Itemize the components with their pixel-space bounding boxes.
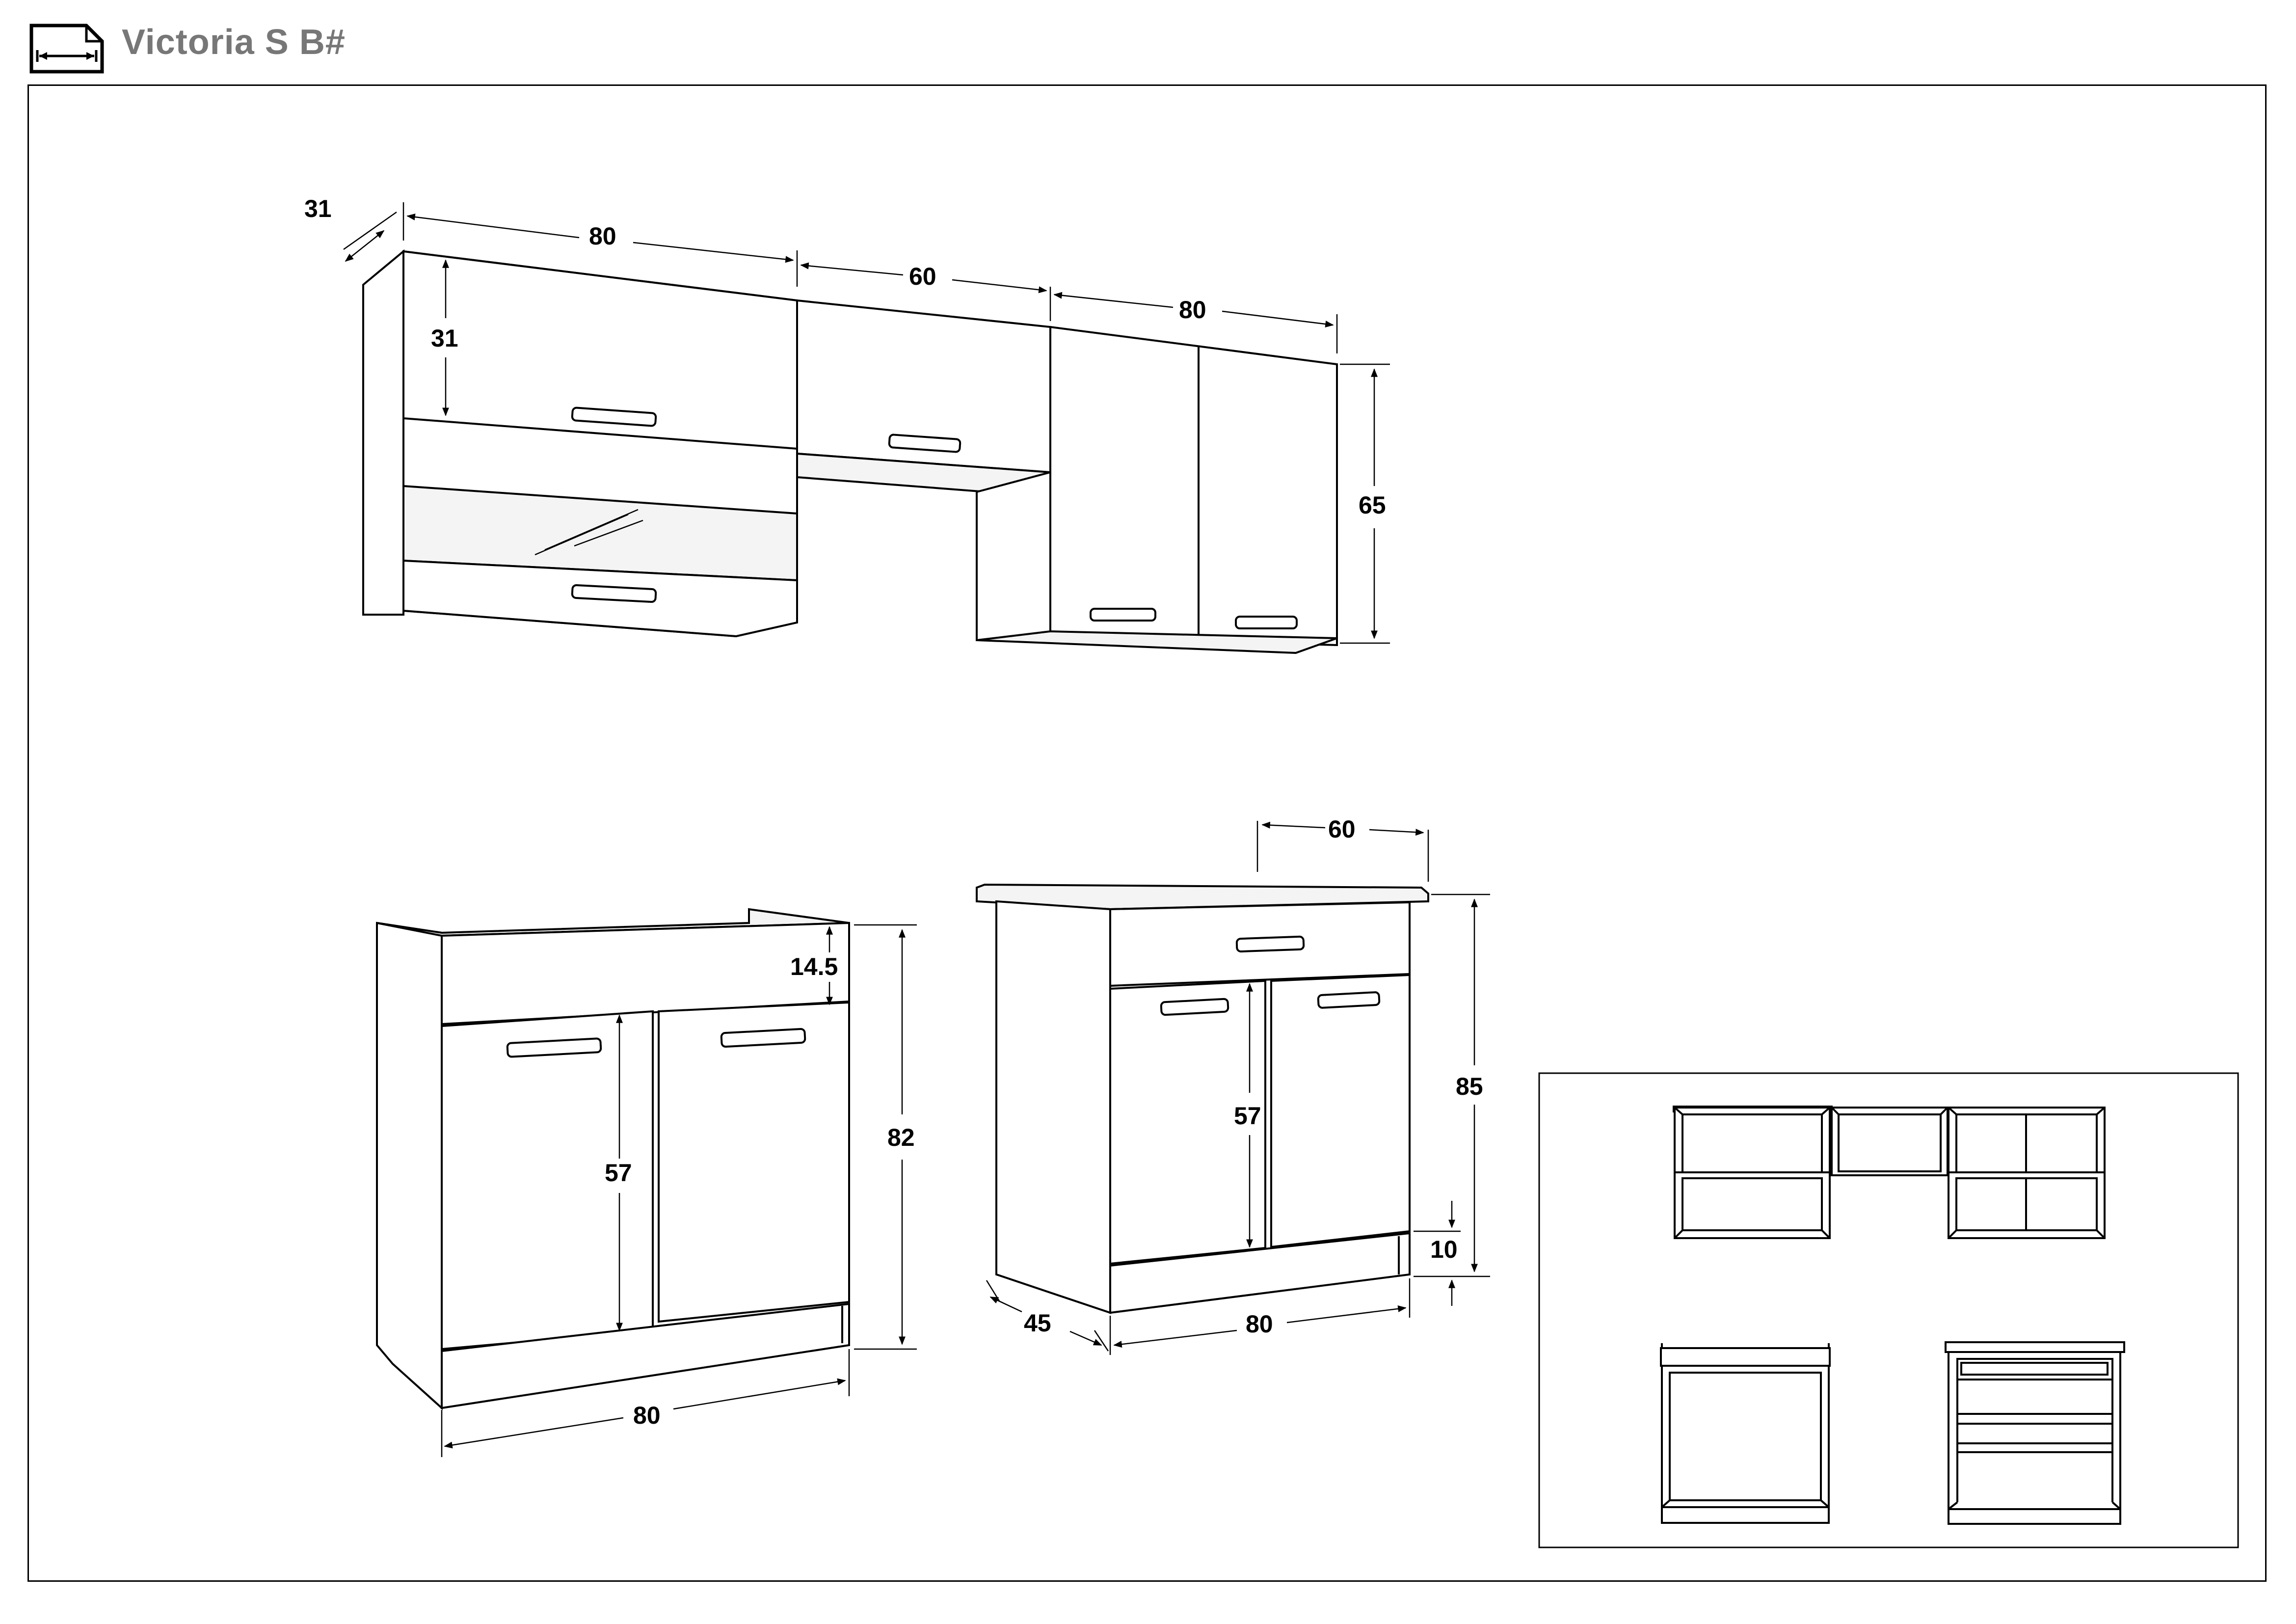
inset-wall-units xyxy=(1673,1106,2106,1239)
wall-cabinet-80-right-side xyxy=(976,471,1051,642)
document-title: Victoria S B# xyxy=(122,23,346,62)
dim-wall-door-height: 31 xyxy=(431,325,458,352)
dimension-arrows-icon xyxy=(29,24,104,74)
wall-cabinet-group: 31 80 60 80 31 65 xyxy=(304,195,1390,654)
base-side-panel xyxy=(995,900,1111,1314)
wall-left-side-panel xyxy=(362,249,404,616)
inset-base-unit xyxy=(1945,1341,2125,1525)
base-cabinet-group: 60 85 57 10 45 80 xyxy=(976,815,1490,1355)
overview-inset xyxy=(1538,1072,2239,1548)
dim-base-side-depth: 45 xyxy=(1024,1309,1051,1337)
handle-icon[interactable] xyxy=(1317,991,1381,1009)
sink-plinth xyxy=(441,1302,850,1409)
handle-icon[interactable] xyxy=(571,584,657,603)
dim-base-door-height: 57 xyxy=(1234,1102,1261,1130)
dim-wall-width-middle: 60 xyxy=(909,263,936,290)
wall-cabinet-80-right xyxy=(1049,325,1338,647)
dim-base-plinth-height: 10 xyxy=(1430,1236,1458,1263)
handle-icon[interactable] xyxy=(888,433,961,453)
dim-wall-depth: 31 xyxy=(304,195,332,222)
handle-icon[interactable] xyxy=(1160,998,1229,1016)
inset-sink-unit xyxy=(1660,1343,1831,1524)
handle-icon[interactable] xyxy=(1235,616,1298,629)
drawing-frame xyxy=(27,84,2267,1582)
handle-icon[interactable] xyxy=(571,406,657,427)
dim-base-width: 80 xyxy=(1246,1310,1273,1338)
handle-icon[interactable] xyxy=(720,1028,806,1048)
sink-side-panel xyxy=(376,921,443,1410)
dim-sink-width: 80 xyxy=(633,1402,661,1429)
dim-sink-door-height: 57 xyxy=(605,1159,632,1187)
dim-sink-total-height: 82 xyxy=(887,1124,915,1151)
dim-wall-width-right: 80 xyxy=(1179,296,1206,324)
handle-icon[interactable] xyxy=(1090,608,1156,622)
base-door-right xyxy=(1270,974,1411,1248)
sink-door-right xyxy=(658,1001,850,1323)
sink-cabinet-group: 14.5 82 57 80 xyxy=(376,908,917,1457)
handle-icon[interactable] xyxy=(1235,935,1305,953)
wall-cabinet-80-right-bottom xyxy=(976,630,1337,654)
dim-sink-top-height: 14.5 xyxy=(790,953,838,980)
base-plinth xyxy=(1109,1232,1411,1314)
dim-base-total-height: 85 xyxy=(1456,1073,1483,1100)
dim-base-depth: 60 xyxy=(1328,815,1356,843)
dim-wall-width-left: 80 xyxy=(589,222,616,250)
dim-wall-total-height: 65 xyxy=(1359,491,1386,519)
handle-icon[interactable] xyxy=(506,1037,602,1058)
